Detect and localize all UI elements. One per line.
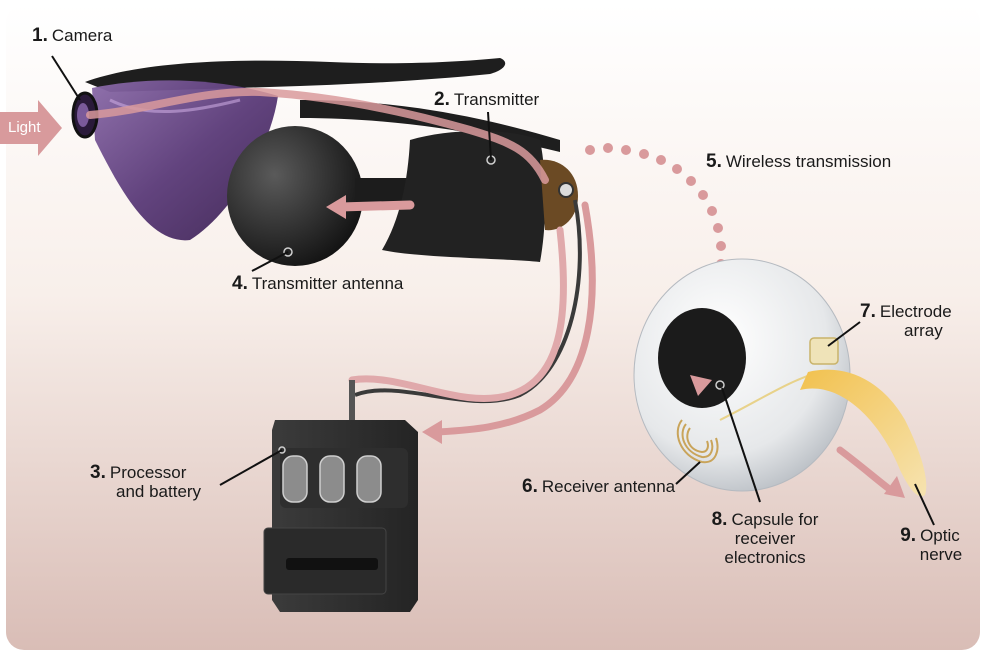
signal-path-from-processor — [434, 201, 596, 436]
label-transmitter-antenna-number: 4. — [232, 273, 248, 294]
label-electrode-text: Electrode — [879, 302, 952, 321]
label-transmitter-antenna: 4.Transmitter antenna — [232, 274, 403, 293]
label-capsule-text: Capsule for — [731, 510, 819, 529]
label-capsule-text2: receiver — [734, 529, 796, 548]
processor-battery-groove — [286, 558, 378, 570]
camera-lens — [77, 103, 89, 127]
label-transmitter: 2.Transmitter — [434, 90, 539, 109]
label-transmitter-antenna-text: Transmitter antenna — [251, 274, 404, 293]
label-optic-number: 9. — [900, 525, 917, 546]
label-receiver-number: 6. — [522, 476, 538, 497]
transmitter-port — [558, 182, 574, 198]
processor-button-1 — [282, 455, 308, 503]
light-arrow — [0, 100, 62, 156]
label-wireless-number: 5. — [706, 151, 722, 172]
label-receiver-antenna: 6.Receiver antenna — [522, 477, 675, 496]
label-capsule-text3: electronics — [724, 548, 806, 567]
label-electrode-number: 7. — [860, 301, 876, 322]
label-optic-text2: nerve — [919, 545, 963, 564]
label-processor-text2: and battery — [116, 482, 202, 501]
label-electrode-text2: array — [904, 321, 943, 340]
label-camera-text: Camera — [51, 26, 113, 45]
optic-nerve — [800, 369, 927, 497]
lens-highlight — [109, 98, 241, 114]
label-wireless-text: Wireless transmission — [725, 152, 892, 171]
label-transmitter-number: 2. — [434, 89, 450, 110]
processor-button-2 — [319, 455, 345, 503]
signal-arrow-processor — [422, 420, 442, 444]
receiver-antenna — [676, 419, 719, 464]
glasses-lens — [92, 80, 278, 241]
transmitter-coil-housing — [540, 159, 578, 231]
glasses-arm — [300, 100, 560, 152]
label-processor-number: 3. — [90, 462, 106, 483]
signal-path-to-processor — [348, 226, 567, 402]
signal-arrow-optic-nerve — [884, 476, 905, 498]
light-label: Light — [8, 119, 41, 136]
label-optic-text: Optic — [920, 526, 960, 545]
processor-button-3 — [356, 455, 382, 503]
signal-path-optic-nerve — [836, 446, 892, 492]
signal-path-camera — [86, 87, 549, 184]
label-wireless-transmission: 5.Wireless transmission — [706, 152, 891, 171]
label-transmitter-text: Transmitter — [453, 90, 540, 109]
capsule-marker — [715, 380, 725, 390]
label-receiver-text: Receiver antenna — [541, 477, 676, 496]
label-processor-text: Processor — [109, 463, 187, 482]
leader-lines — [51, 55, 935, 526]
label-camera: 1.Camera — [32, 26, 112, 45]
transmitter-antenna — [227, 126, 363, 266]
label-capsule-number: 8. — [711, 509, 728, 530]
wireless-arrow — [690, 375, 712, 396]
pupil — [658, 308, 746, 408]
antenna-marker — [283, 247, 293, 257]
transmitter — [382, 131, 546, 262]
processor-marker — [278, 446, 286, 454]
label-camera-number: 1. — [32, 25, 48, 46]
signal-arrow-antenna — [326, 195, 346, 219]
signal-path-antenna — [335, 200, 415, 212]
